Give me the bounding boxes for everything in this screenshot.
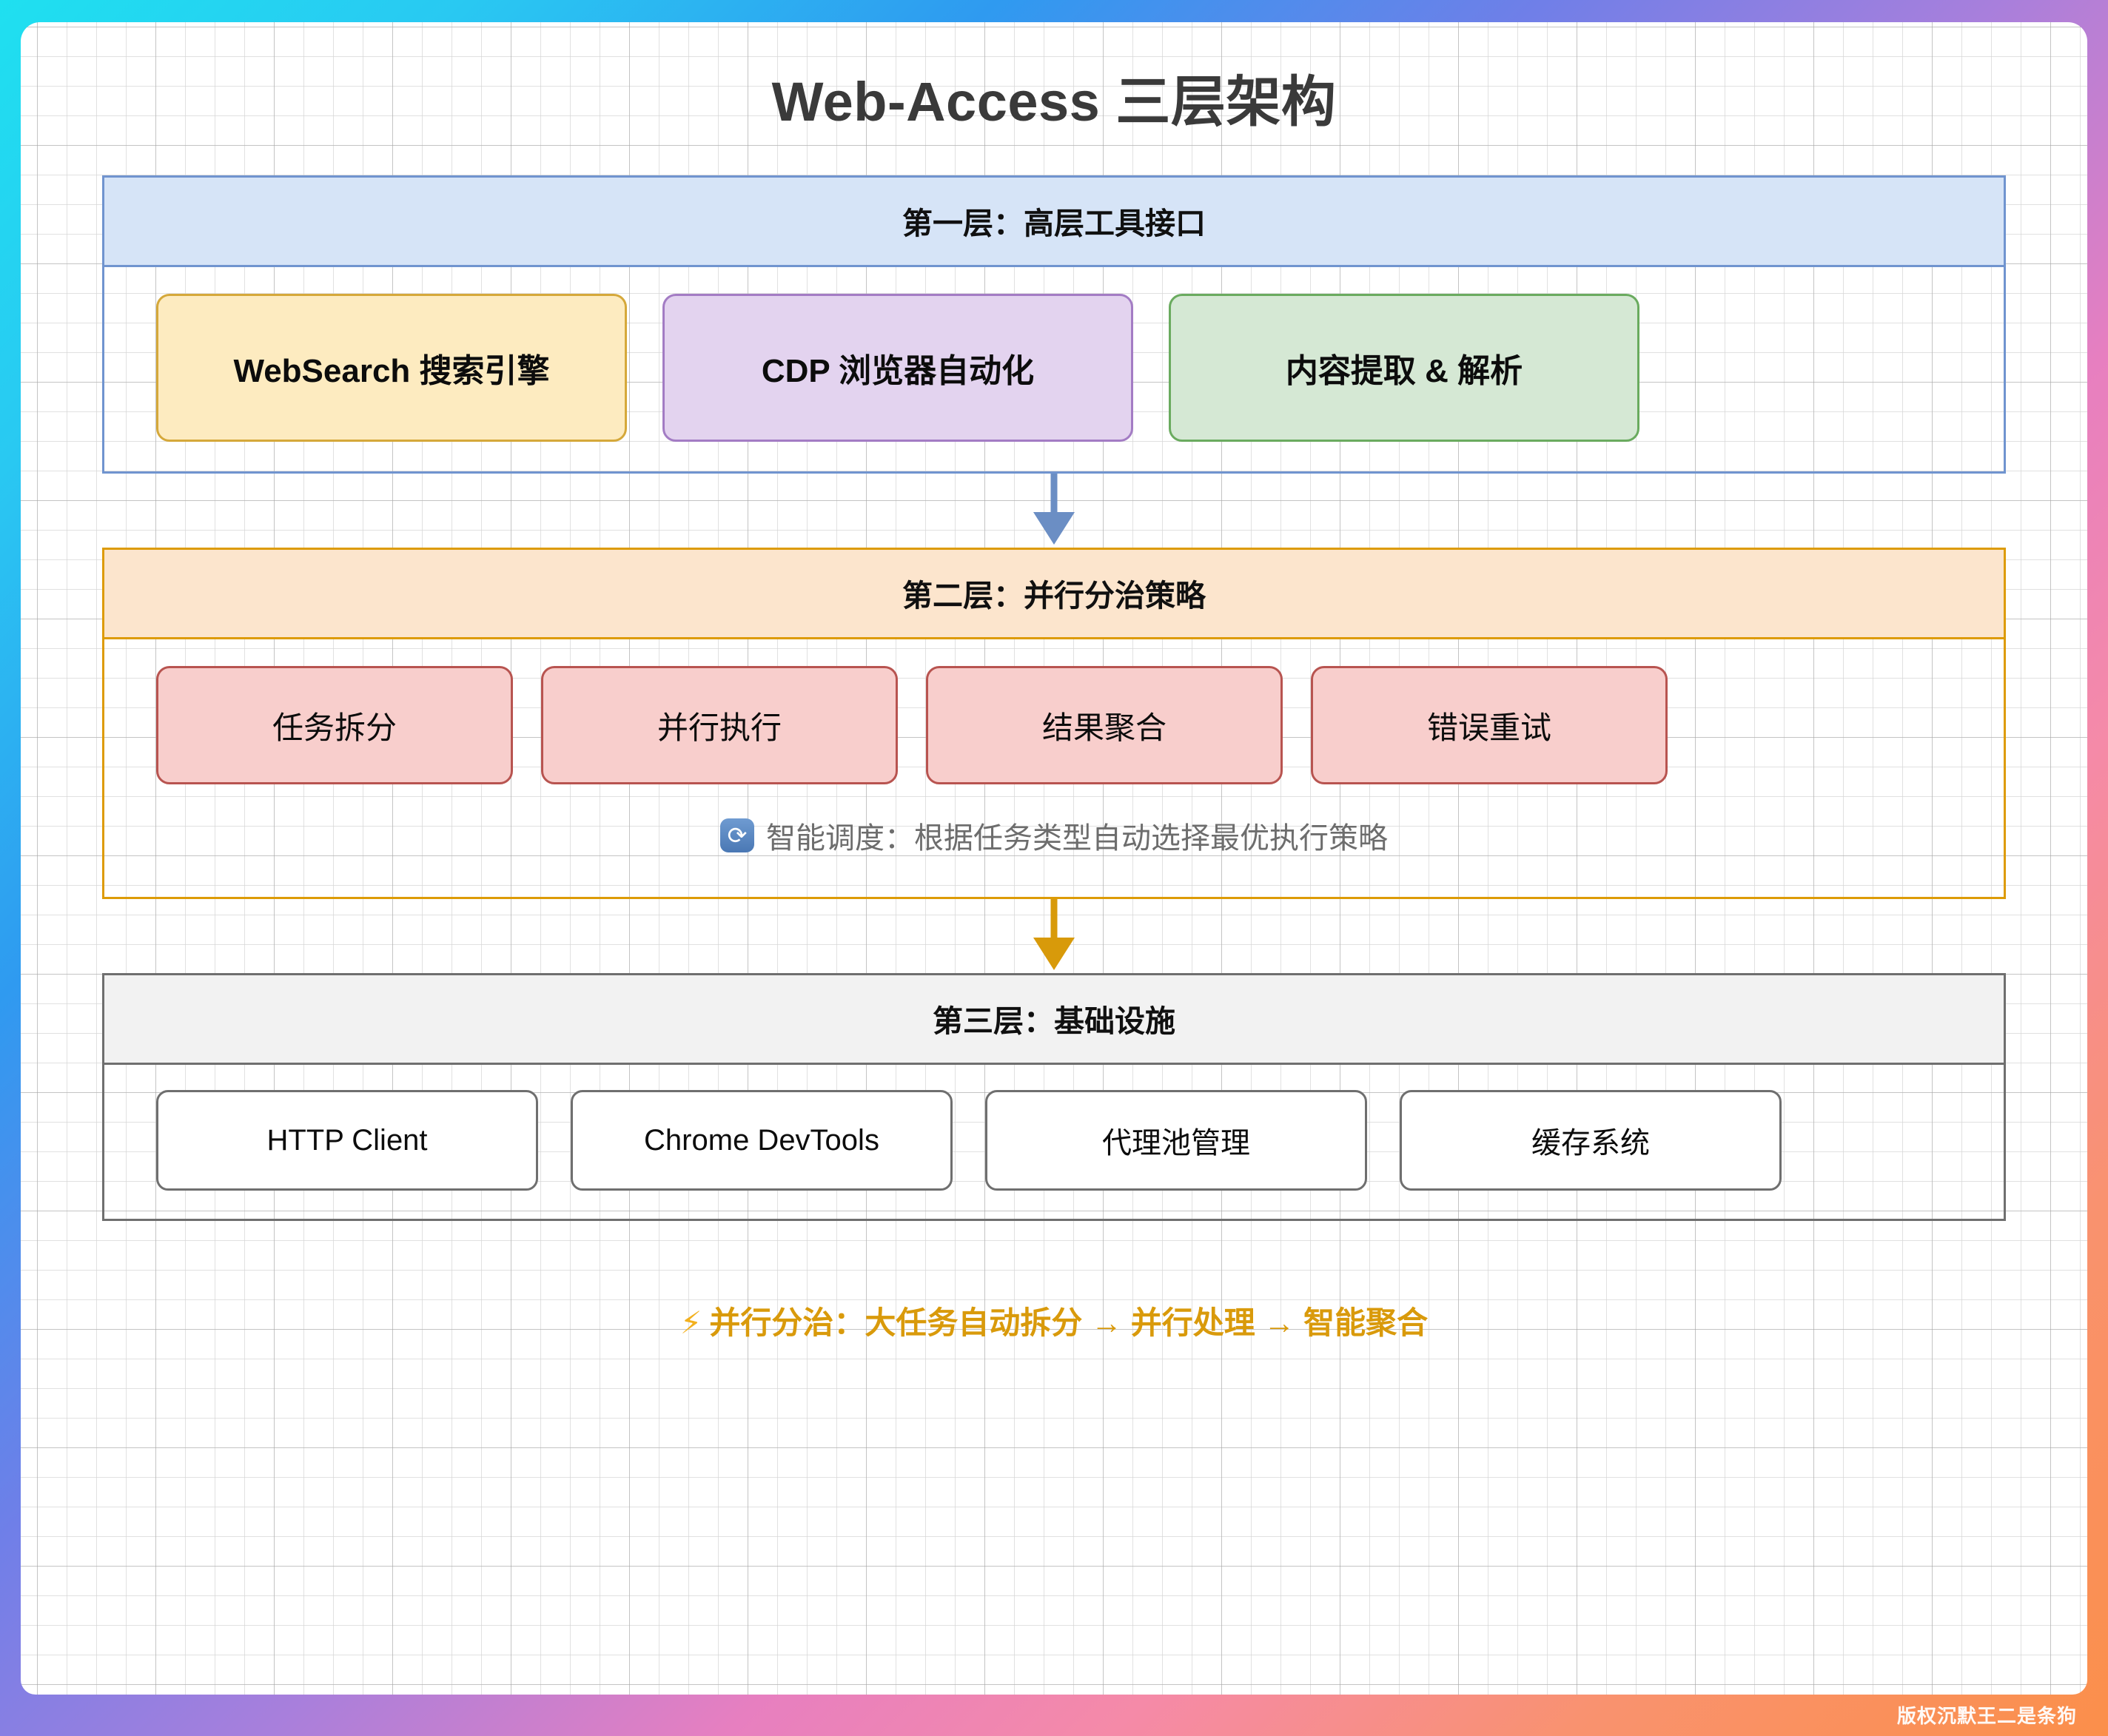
page-title: Web-Access 三层架构 xyxy=(771,71,1337,132)
layer-2-panel: 第二层：并行分治策略 任务拆分 并行执行 结果聚合 错误重试 ⟳ 智能调度：根据… xyxy=(102,548,2006,899)
node-cdp-browser[interactable]: CDP 浏览器自动化 xyxy=(662,294,1133,442)
watermark: 版权沉默王二是条狗 xyxy=(1896,1705,2077,1727)
node-http-client[interactable]: HTTP Client xyxy=(156,1090,538,1191)
node-error-retry[interactable]: 错误重试 xyxy=(1311,666,1668,784)
layer-1-panel: 第一层：高层工具接口 WebSearch 搜索引擎 CDP 浏览器自动化 内容提… xyxy=(102,175,2006,474)
node-result-aggregate[interactable]: 结果聚合 xyxy=(926,666,1283,784)
layer-1-body: WebSearch 搜索引擎 CDP 浏览器自动化 内容提取 & 解析 xyxy=(104,267,2004,471)
bolt-icon: ⚡ xyxy=(679,1305,702,1340)
layer-3-header: 第三层：基础设施 xyxy=(104,975,2004,1065)
node-content-extract[interactable]: 内容提取 & 解析 xyxy=(1169,294,1639,442)
layer-3-panel: 第三层：基础设施 HTTP Client Chrome DevTools 代理池… xyxy=(102,973,2006,1221)
node-cache-system[interactable]: 缓存系统 xyxy=(1400,1090,1782,1191)
node-proxy-pool[interactable]: 代理池管理 xyxy=(985,1090,1367,1191)
layer-3-body: HTTP Client Chrome DevTools 代理池管理 缓存系统 xyxy=(104,1065,2004,1219)
smart-scheduling-note: ⟳ 智能调度：根据任务类型自动选择最优执行策略 xyxy=(104,792,2004,897)
layer-2-header: 第二层：并行分治策略 xyxy=(104,550,2004,639)
node-chrome-devtools[interactable]: Chrome DevTools xyxy=(571,1090,953,1191)
footer-summary-text: 并行分治：大任务自动拆分 → 并行处理 → 智能聚合 xyxy=(709,1305,1429,1340)
smart-scheduling-note-text: 智能调度：根据任务类型自动选择最优执行策略 xyxy=(766,822,1388,855)
arrow-layer2-to-layer3 xyxy=(102,899,2006,973)
node-parallel-exec[interactable]: 并行执行 xyxy=(541,666,898,784)
layer-1-header: 第一层：高层工具接口 xyxy=(104,178,2004,267)
node-task-split[interactable]: 任务拆分 xyxy=(156,666,513,784)
layer-2-body: 任务拆分 并行执行 结果聚合 错误重试 xyxy=(104,639,2004,792)
footer-summary: ⚡并行分治：大任务自动拆分 → 并行处理 → 智能聚合 xyxy=(102,1221,2006,1343)
sync-icon: ⟳ xyxy=(720,818,754,852)
node-websearch[interactable]: WebSearch 搜索引擎 xyxy=(156,294,627,442)
arrow-layer1-to-layer2 xyxy=(102,474,2006,548)
diagram-canvas: Web-Access 三层架构 第一层：高层工具接口 WebSearch 搜索引… xyxy=(21,22,2087,1695)
